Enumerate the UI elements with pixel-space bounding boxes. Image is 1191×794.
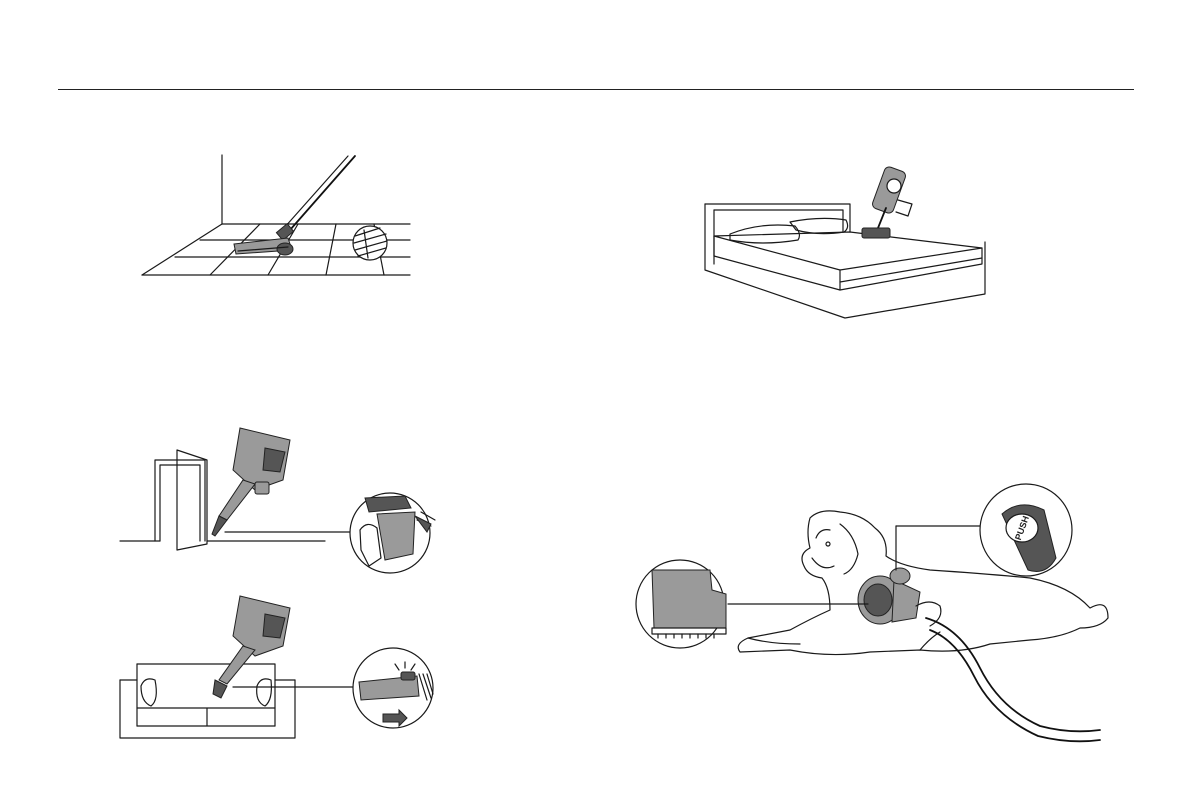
sofa (120, 664, 295, 738)
pet-grooming-illustration: PUSH (630, 478, 1120, 743)
mattress (714, 232, 982, 290)
flexible-hose (926, 618, 1100, 741)
magnifier-wood-floor (353, 226, 387, 260)
handheld-vacuum (862, 166, 912, 238)
doorway (120, 450, 325, 550)
doorframe-crevice-illustration (115, 420, 460, 580)
floor-cleaning-illustration (130, 150, 420, 285)
magnifier-push-button: PUSH (980, 484, 1072, 576)
pillows (730, 218, 848, 243)
magnifier-dusting-brush (353, 648, 433, 728)
bed-cleaning-illustration (700, 160, 995, 325)
magnifier-crevice-nozzle (350, 493, 435, 573)
magnifier-grooming-comb (636, 560, 726, 648)
handheld-vacuum-crevice (212, 428, 351, 536)
handheld-vacuum-brush (213, 596, 355, 698)
grooming-tool (858, 568, 941, 626)
vacuum-wand (276, 156, 355, 240)
sofa-brush-illustration (115, 590, 460, 745)
header-divider (58, 89, 1134, 90)
bed-headboard (705, 204, 985, 318)
